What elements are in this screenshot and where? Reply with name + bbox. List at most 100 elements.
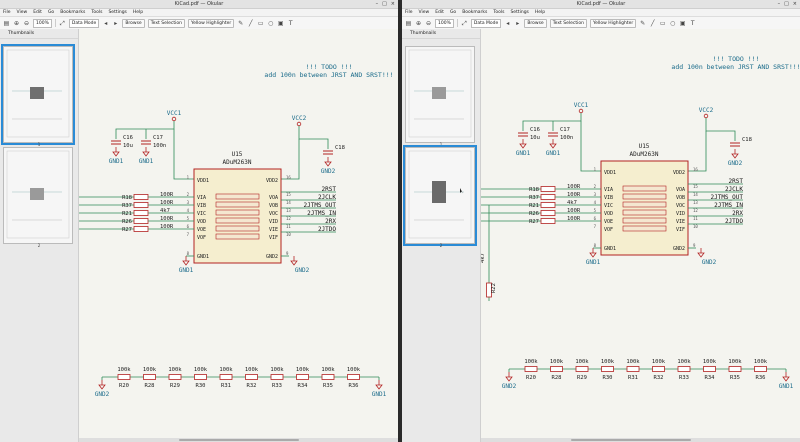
- thumbnail-label-2: 2: [439, 243, 443, 248]
- pen-icon[interactable]: ✎: [238, 19, 244, 27]
- resistor-value: 100k: [347, 367, 361, 373]
- text-icon[interactable]: T: [690, 19, 695, 27]
- resistor: [550, 366, 563, 372]
- thumbnail-page-1[interactable]: [1, 44, 75, 145]
- ic-pin-num: 3: [187, 200, 190, 205]
- next-page-icon[interactable]: ▸: [516, 19, 520, 27]
- menu-tools[interactable]: Tools: [91, 10, 103, 15]
- horizontal-scrollbar[interactable]: [481, 438, 800, 442]
- stamp-icon[interactable]: ▣: [679, 19, 686, 27]
- resistor-ref: R21: [122, 211, 132, 217]
- thumbnails-panel: Thumbnails 1 2: [402, 29, 481, 442]
- menu-help[interactable]: Help: [132, 10, 144, 15]
- line-icon[interactable]: ╱: [248, 19, 253, 27]
- zoom-in-icon[interactable]: ⊕: [415, 19, 422, 27]
- menu-view[interactable]: View: [418, 10, 430, 15]
- menu-help[interactable]: Help: [534, 10, 546, 15]
- vdd1-wire: [173, 129, 194, 180]
- yellow-highlighter-button[interactable]: Yellow Highlighter: [589, 18, 637, 28]
- ellipse-icon[interactable]: ○: [670, 19, 676, 27]
- maximize-icon[interactable]: □: [784, 1, 789, 7]
- ellipse-icon[interactable]: ○: [268, 19, 274, 27]
- zoom-out-icon[interactable]: ⊖: [23, 19, 30, 27]
- view-mode-select[interactable]: Data Mode: [470, 18, 502, 28]
- prev-page-icon[interactable]: ◂: [104, 19, 108, 27]
- menu-file[interactable]: File: [405, 10, 413, 15]
- resistor-value: 100k: [754, 359, 768, 365]
- text-selection-button[interactable]: Text Selection: [147, 18, 185, 28]
- rect-icon[interactable]: ▭: [257, 19, 264, 27]
- resistor-value: 100R: [160, 192, 174, 198]
- sidebar-toggle-icon[interactable]: ▤: [3, 19, 10, 27]
- menu-view[interactable]: View: [16, 10, 28, 15]
- browse-button[interactable]: Browse: [524, 18, 547, 28]
- browse-button[interactable]: Browse: [122, 18, 145, 28]
- maximize-icon[interactable]: □: [382, 1, 387, 7]
- zoom-select[interactable]: 100%: [435, 18, 454, 28]
- next-page-icon[interactable]: ▸: [114, 19, 118, 27]
- cap-ref: C18: [335, 145, 345, 151]
- rect-icon[interactable]: ▭: [659, 19, 666, 27]
- horizontal-scrollbar[interactable]: [79, 438, 398, 442]
- menu-edit[interactable]: Edit: [33, 10, 42, 15]
- view-mode-select[interactable]: Data Mode: [68, 18, 100, 28]
- thumbnail-page-2[interactable]: [403, 145, 477, 246]
- close-icon[interactable]: ×: [792, 1, 797, 7]
- menu-file[interactable]: File: [3, 10, 11, 15]
- fit-icon[interactable]: ⤢: [461, 19, 467, 27]
- menu-edit[interactable]: Edit: [435, 10, 444, 15]
- menu-bookmarks[interactable]: Bookmarks: [60, 10, 86, 15]
- resistor: [143, 374, 156, 380]
- resistor-ref: R30: [196, 383, 206, 389]
- menu-bookmarks[interactable]: Bookmarks: [462, 10, 488, 15]
- thumbnail-page-1[interactable]: [405, 46, 475, 143]
- menu-go[interactable]: Go: [47, 10, 55, 15]
- line-icon[interactable]: ╱: [650, 19, 655, 27]
- prev-page-icon[interactable]: ◂: [506, 19, 510, 27]
- thumbnail-page-2[interactable]: [3, 147, 73, 244]
- ground-symbol: [519, 143, 527, 149]
- ground-label: GND2: [321, 168, 336, 175]
- schematic-page: !!! TODO !!!add 100n between JRST AND SR…: [481, 55, 800, 390]
- resistor: [540, 202, 556, 208]
- text-icon[interactable]: T: [288, 19, 293, 27]
- fit-icon[interactable]: ⤢: [59, 19, 65, 27]
- schematic-group: !!! TODO !!!add 100n between JRST AND SR…: [79, 63, 394, 398]
- zoom-out-icon[interactable]: ⊖: [425, 19, 432, 27]
- ground-symbol: [505, 376, 513, 382]
- sidebar-toggle-icon[interactable]: ▤: [405, 19, 412, 27]
- cap-value: 100n: [560, 135, 573, 141]
- minimize-icon[interactable]: –: [777, 1, 781, 7]
- net-label: 2JTMS_OUT: [303, 202, 336, 209]
- document-view[interactable]: !!! TODO !!!add 100n between JRST AND SR…: [79, 29, 398, 442]
- zoom-in-icon[interactable]: ⊕: [13, 19, 20, 27]
- stamp-icon[interactable]: ▣: [277, 19, 284, 27]
- minimize-icon[interactable]: –: [375, 1, 379, 7]
- menu-settings[interactable]: Settings: [108, 10, 127, 15]
- net-label: 2RST: [729, 178, 744, 185]
- resistor: [133, 202, 149, 208]
- ic-pin-left: VOF: [604, 227, 613, 233]
- vdd2-wire: [281, 139, 300, 180]
- ic-body: [193, 168, 282, 264]
- yellow-highlighter-button[interactable]: Yellow Highlighter: [187, 18, 235, 28]
- ground-symbol: [182, 260, 190, 266]
- ic-pin-right: VID: [269, 219, 278, 225]
- close-icon[interactable]: ×: [390, 1, 395, 7]
- menu-settings[interactable]: Settings: [510, 10, 529, 15]
- power-label: VCC2: [699, 107, 714, 114]
- text-selection-button[interactable]: Text Selection: [549, 18, 587, 28]
- resistor-ref: R32: [654, 375, 664, 381]
- ic-pin-right: VOC: [676, 203, 685, 209]
- pen-icon[interactable]: ✎: [640, 19, 646, 27]
- title-bar[interactable]: KiCad.pdf — Okular – □ ×: [402, 0, 800, 9]
- document-view[interactable]: !!! TODO !!!add 100n between JRST AND SR…: [481, 29, 800, 442]
- title-bar[interactable]: KiCad.pdf — Okular – □ ×: [0, 0, 398, 9]
- resistor-ref: R21: [529, 203, 539, 209]
- ic-pin-left: VIC: [604, 203, 613, 209]
- ground-label: GND1: [372, 391, 387, 398]
- menu-tools[interactable]: Tools: [493, 10, 505, 15]
- zoom-select[interactable]: 100%: [33, 18, 52, 28]
- menu-go[interactable]: Go: [449, 10, 457, 15]
- ic-pin-num: 7: [187, 232, 190, 237]
